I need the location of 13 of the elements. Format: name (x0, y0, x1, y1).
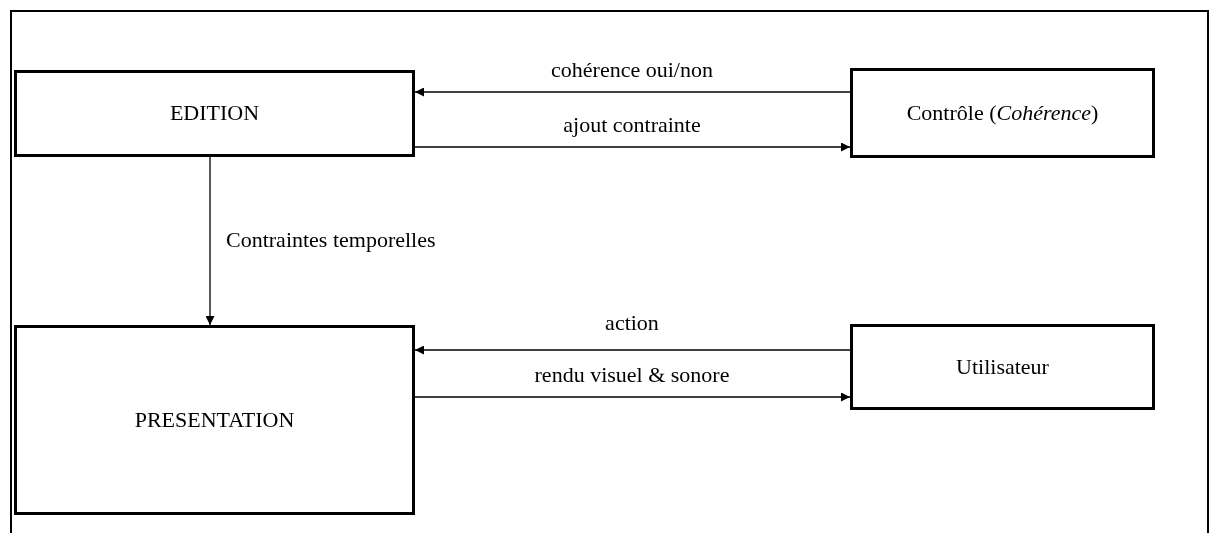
arrow (414, 345, 851, 355)
arrow (414, 392, 851, 402)
process-box (850, 324, 1155, 410)
box-label: PRESENTATION (133, 405, 296, 434)
process-box (14, 70, 415, 157)
process-box (14, 325, 415, 515)
box-label: Contrôle (Cohérence) (905, 98, 1100, 127)
arrow (414, 142, 851, 152)
box-label: Utilisateur (955, 352, 1050, 381)
arrow (414, 87, 851, 97)
arrow (205, 156, 215, 326)
box-label: EDITION (168, 99, 261, 128)
process-box (850, 68, 1155, 158)
